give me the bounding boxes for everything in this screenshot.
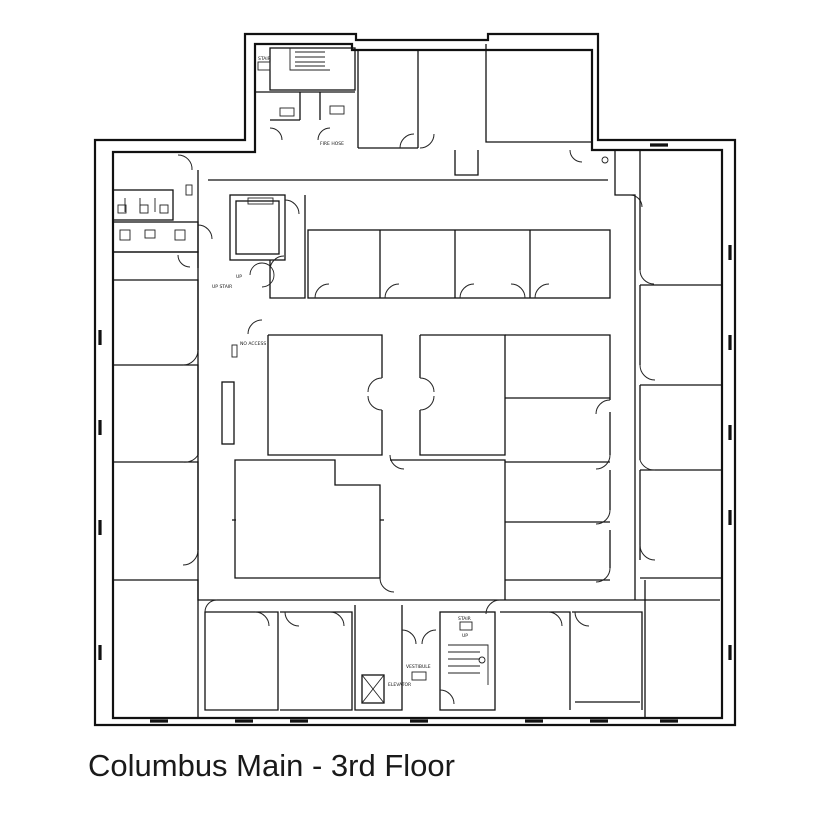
windows	[98, 143, 732, 723]
stair-top-label: STAIR	[258, 56, 271, 62]
south-stair-label: STAIR	[458, 616, 471, 622]
west-stair-label: UP STAIR	[212, 284, 232, 290]
no-access-label: NO ACCESS	[240, 341, 266, 347]
south-up-label: UP	[462, 633, 468, 639]
floor-plan: FIRE HOSE	[93, 32, 737, 727]
south-rooms: ELEVATOR VESTIBULE STAIR UP	[204, 580, 646, 718]
elevator-label: ELEVATOR	[388, 682, 411, 688]
central-core: NO ACCESS	[221, 319, 611, 600]
corridor-lines	[197, 150, 720, 601]
north-wing-rooms: FIRE HOSE	[255, 44, 609, 176]
exterior-walls	[93, 32, 737, 727]
west-rooms	[112, 154, 213, 718]
fire-hose-label: FIRE HOSE	[320, 141, 344, 147]
up-stair-label: UP	[236, 274, 242, 280]
vestibule-label: VESTIBULE	[406, 664, 431, 670]
north-central-block: UP STAIR	[212, 194, 611, 299]
floor-plan-title: Columbus Main - 3rd Floor	[88, 748, 455, 783]
east-rooms	[639, 150, 722, 579]
